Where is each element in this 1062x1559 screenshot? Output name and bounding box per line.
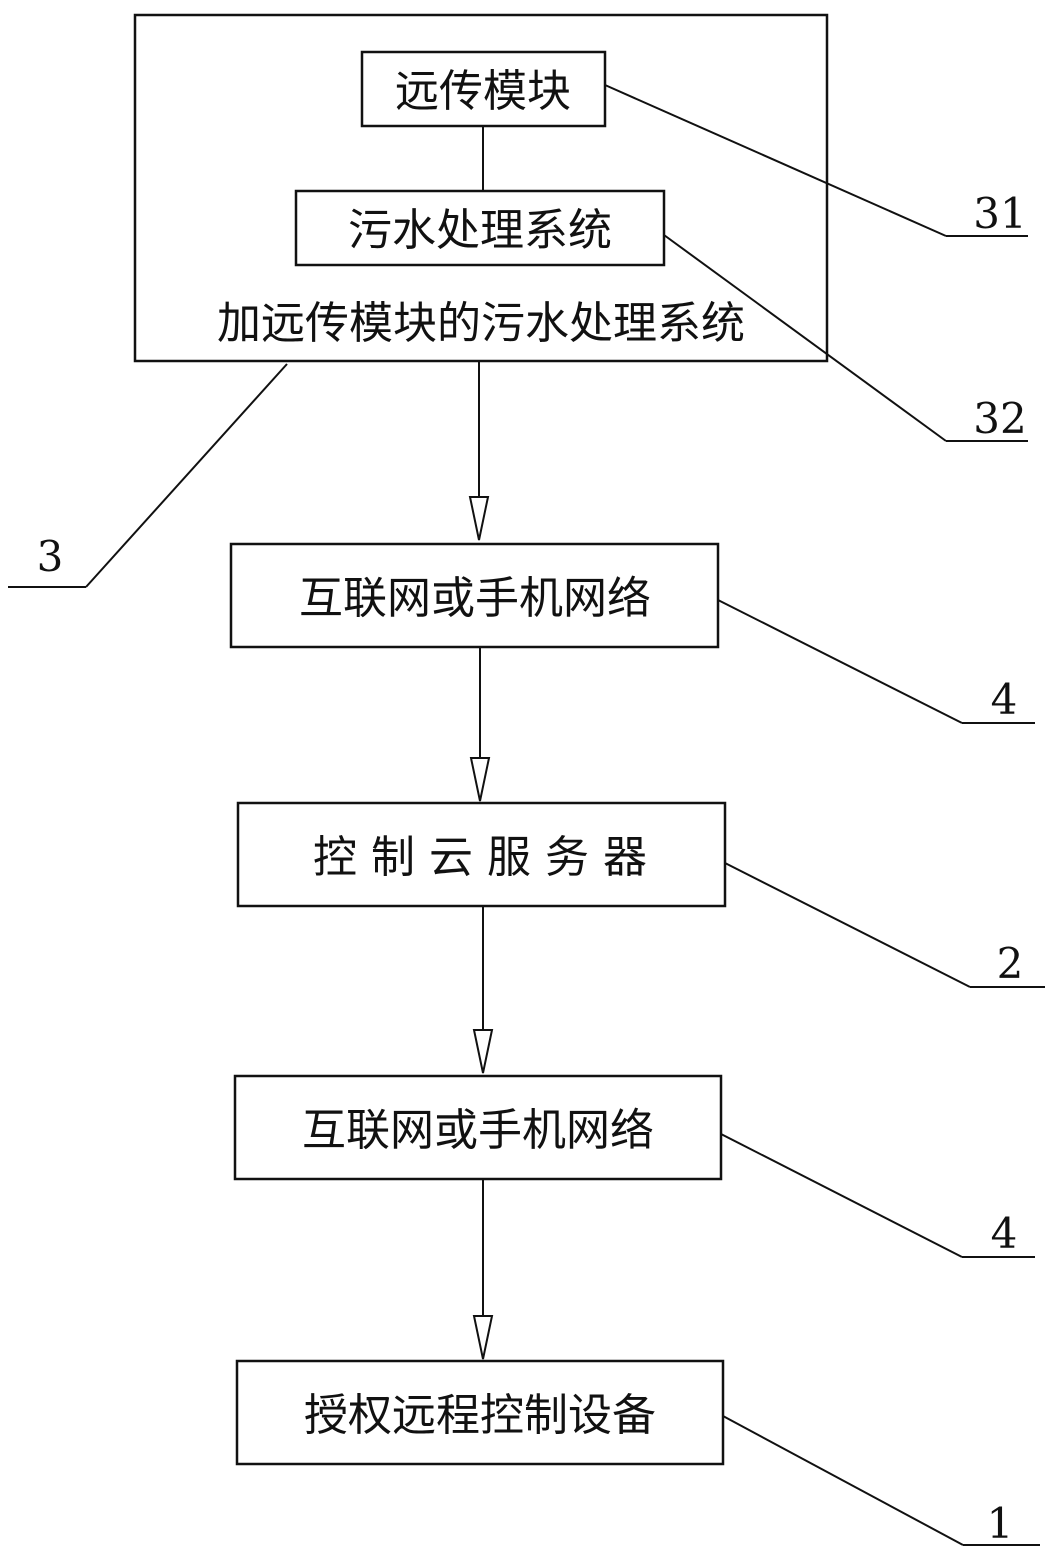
ref-number-3: 3	[37, 532, 64, 581]
ref-number-2: 2	[997, 939, 1024, 988]
network-box-2	[233, 1074, 723, 1181]
sewage-system-box	[294, 189, 666, 267]
cloud-server-label: 控 制 云 服 务 器	[313, 832, 647, 883]
leader-line-4a	[717, 599, 963, 724]
leader-line-3	[85, 363, 288, 588]
ref-number-32: 32	[973, 394, 1026, 443]
arrow-head-3	[472, 1029, 494, 1074]
leader-line-4b	[720, 1133, 963, 1258]
leader-line-32	[663, 234, 947, 442]
remote-device-label: 授权远程控制设备	[304, 1390, 656, 1441]
leader-line-31	[604, 84, 947, 237]
arrow-head-2	[469, 757, 491, 802]
remote-device-box	[235, 1359, 725, 1466]
ref-number-4a: 4	[991, 675, 1018, 724]
leader-line-2	[724, 862, 971, 988]
outer-system-caption: 加远传模块的污水处理系统	[217, 298, 745, 349]
ref-number-31: 31	[973, 189, 1026, 238]
cloud-server-box	[236, 801, 727, 908]
arrow-head-4	[472, 1315, 494, 1360]
network-box-2-label: 互联网或手机网络	[302, 1105, 654, 1156]
arrow-head-1	[468, 496, 490, 541]
ref-number-4b: 4	[991, 1209, 1018, 1258]
remote-module-label: 远传模块	[395, 66, 571, 117]
ref-number-1: 1	[987, 1499, 1014, 1548]
leader-line-1	[722, 1415, 964, 1546]
network-box-1	[229, 542, 720, 649]
network-box-1-label: 互联网或手机网络	[299, 573, 651, 624]
sewage-system-label: 污水处理系统	[348, 205, 612, 256]
remote-module-box	[360, 50, 607, 128]
